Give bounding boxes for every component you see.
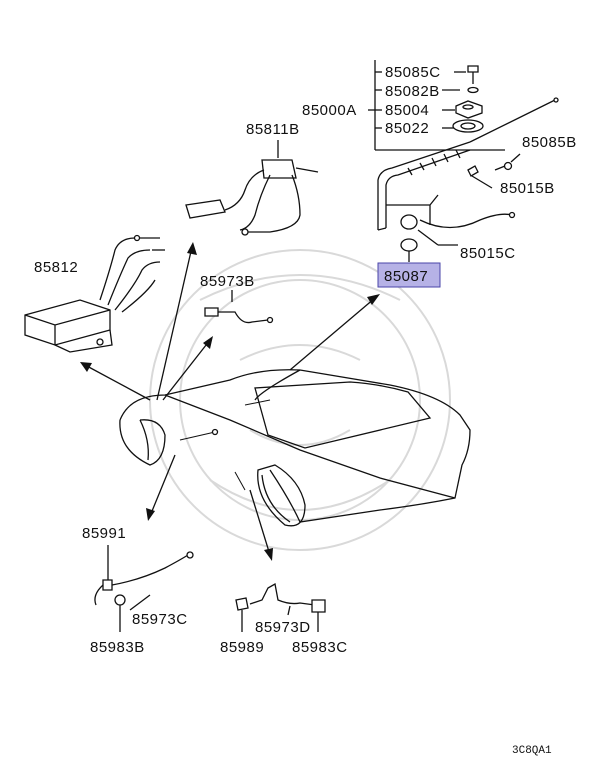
- label-85082B: 85082B: [385, 83, 440, 100]
- harness-85973B: [204, 290, 274, 324]
- label-85004: 85004: [385, 102, 429, 119]
- label-85973D: 85973D: [255, 619, 311, 636]
- car-body: [119, 369, 471, 527]
- module-85812: [24, 234, 165, 353]
- label-85000A: 85000A: [302, 102, 357, 119]
- label-85973B: 85973B: [200, 273, 255, 290]
- harness-85973D: [235, 582, 326, 632]
- highlight-box-85087: [377, 262, 441, 288]
- label-85973C: 85973C: [132, 611, 188, 628]
- label-85015B: 85015B: [500, 180, 555, 197]
- antenna-assembly: [368, 60, 559, 262]
- harness-85811B: [185, 140, 319, 236]
- label-85022: 85022: [385, 120, 429, 137]
- harness-85973C: [94, 545, 194, 632]
- label-85085B: 85085B: [522, 134, 577, 151]
- diagram-code: 3C8QA1: [512, 745, 552, 757]
- label-85812: 85812: [34, 259, 78, 276]
- watermark: [149, 249, 451, 551]
- label-85087: 85087: [384, 268, 428, 285]
- label-85811B: 85811B: [246, 121, 300, 138]
- label-85085C: 85085C: [385, 64, 441, 81]
- label-85015C: 85015C: [460, 245, 516, 262]
- label-85991: 85991: [82, 525, 126, 542]
- label-85989: 85989: [220, 639, 264, 656]
- label-85983C: 85983C: [292, 639, 348, 656]
- label-85983B: 85983B: [90, 639, 145, 656]
- pointer-arrows: [80, 242, 380, 561]
